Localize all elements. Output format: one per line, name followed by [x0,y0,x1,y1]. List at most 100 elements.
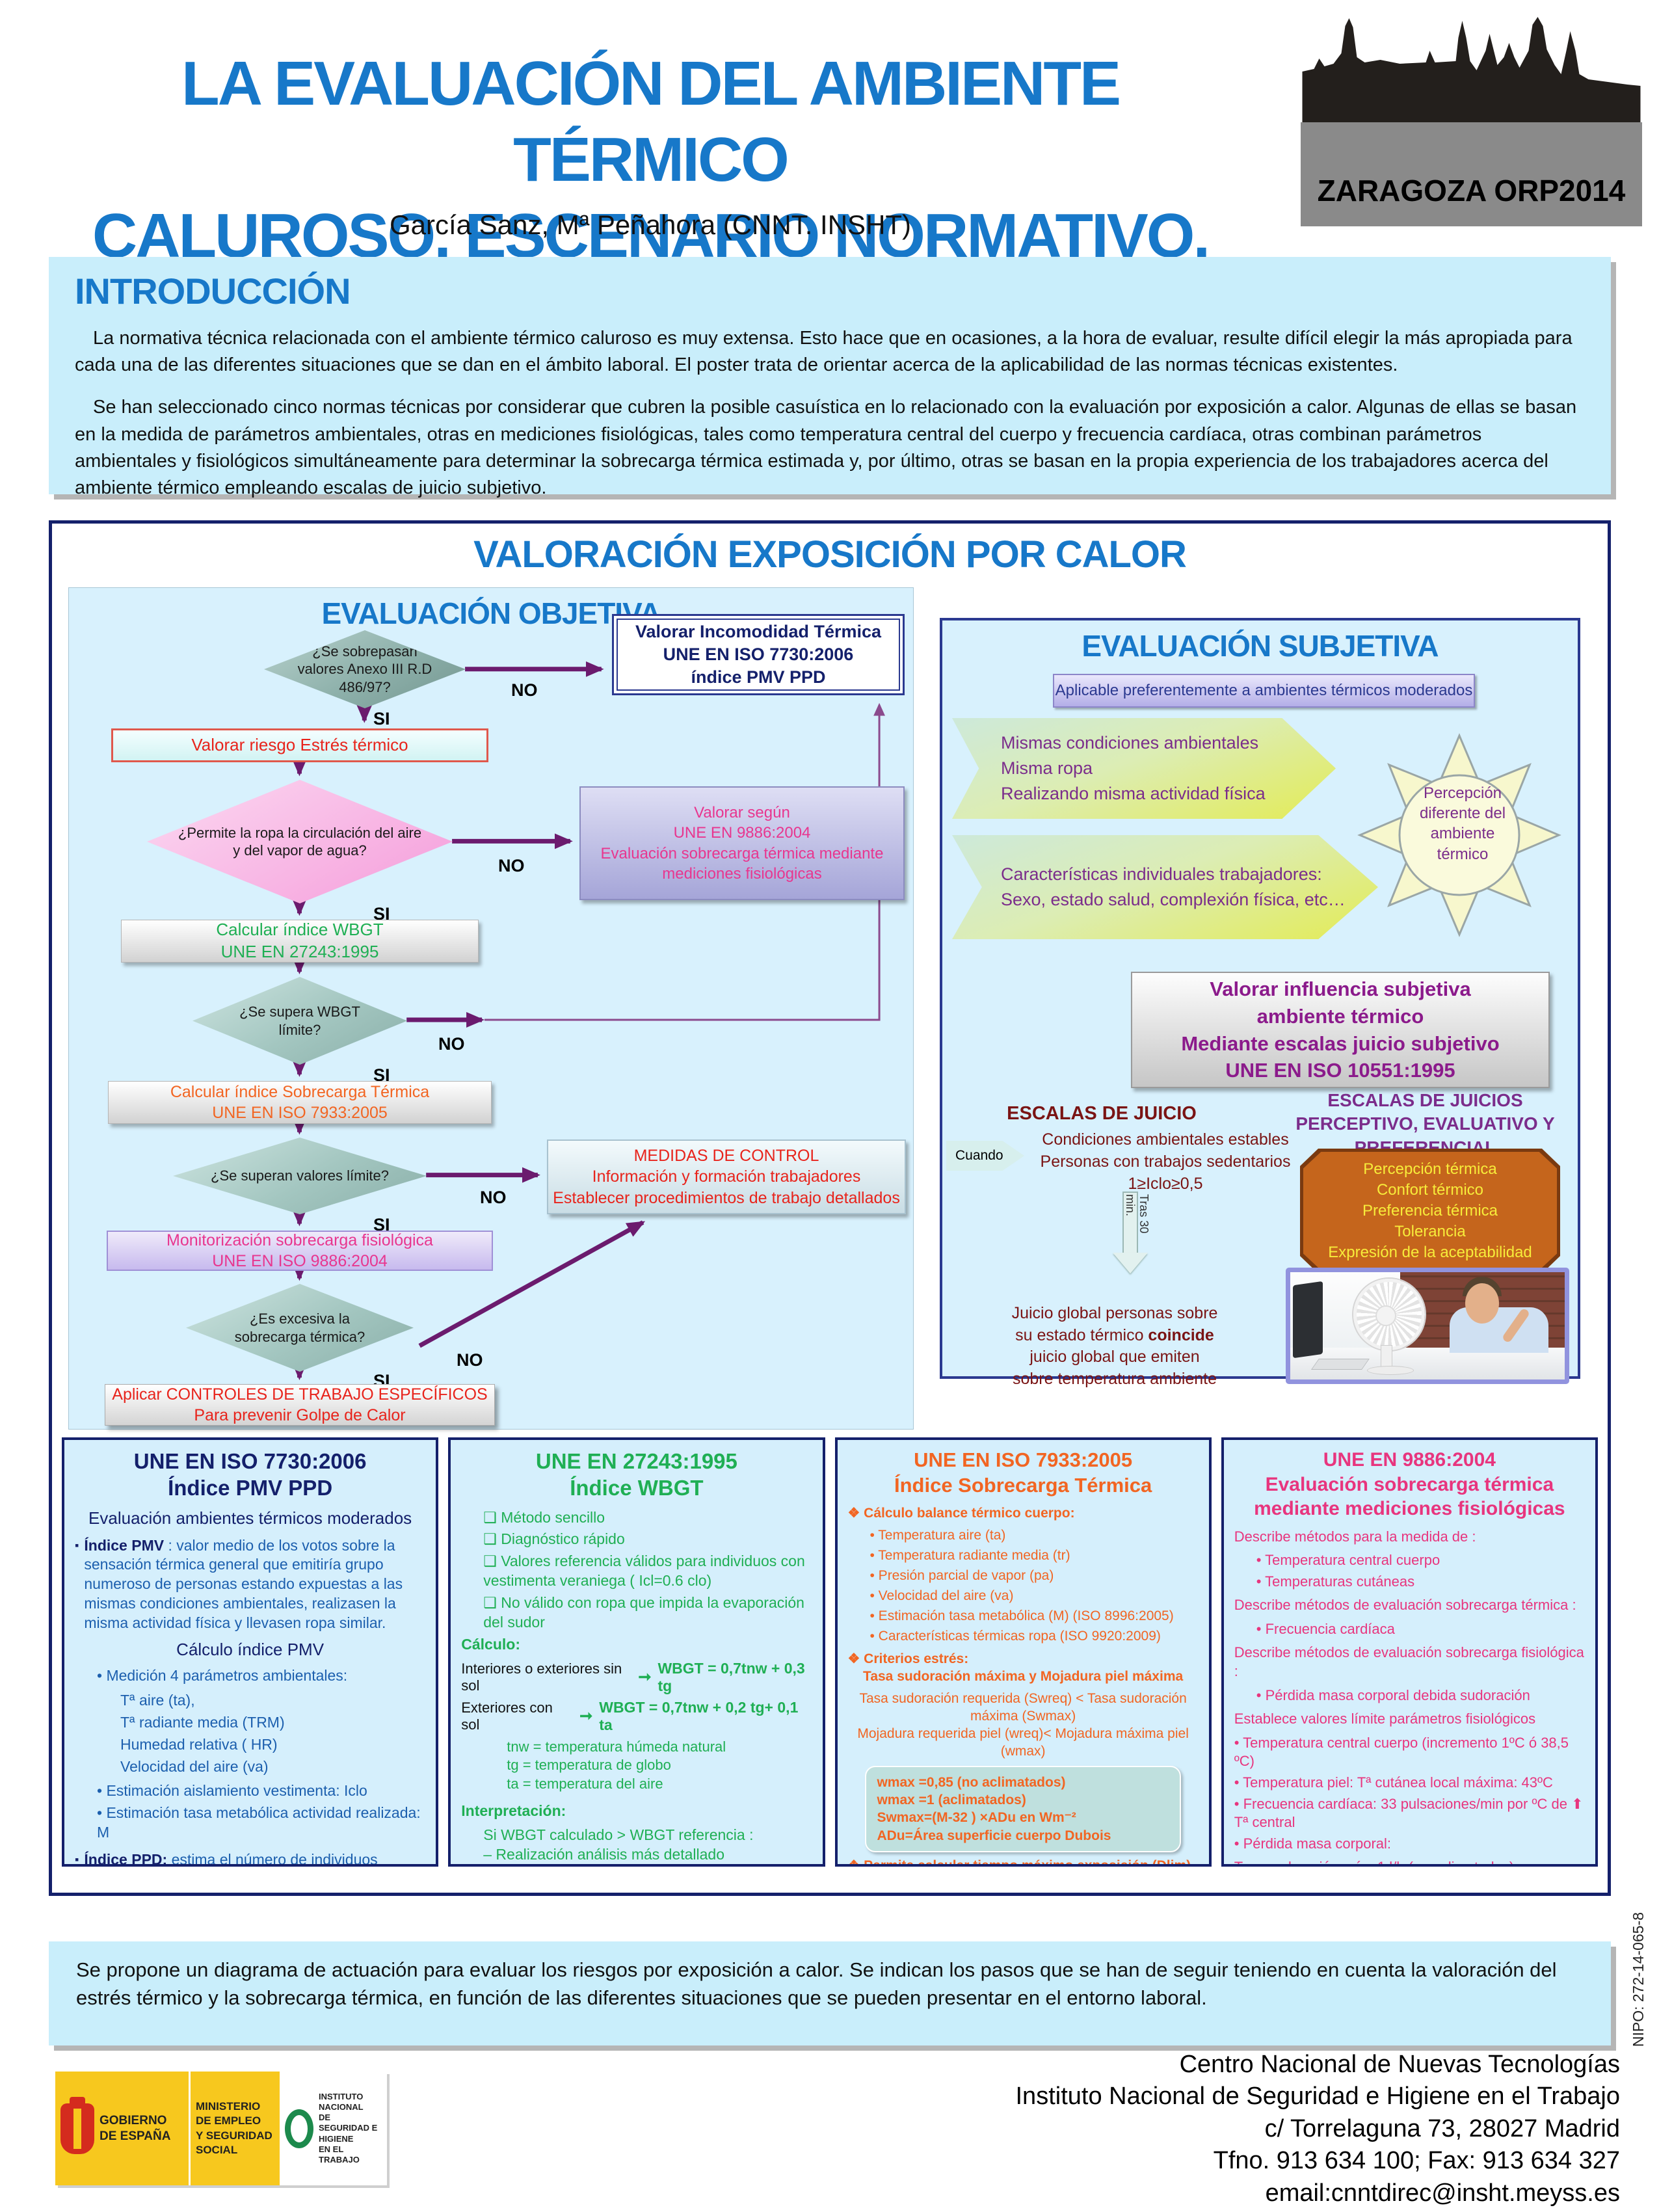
params-head: • Medición 4 parámetros ambientales: [97,1666,348,1684]
box-valorar-influencia-subjetiva: Valorar influencia subjetiva ambiente té… [1131,972,1550,1088]
list-item: • Estimación tasa metabólica (M) (ISO 89… [869,1608,1174,1623]
arrow-tip [1113,1253,1148,1273]
spain-coat-of-arms-icon [60,2096,94,2154]
ministerio-label: MINISTERIO DE EMPLEO Y SEGURIDAD SOCIAL [189,2072,280,2185]
list-item: • Velocidad del aire (va) [869,1588,1014,1603]
list-item: • Estimación aislamiento vestimenta: Icl… [97,1782,367,1800]
ppd-index-label: Índice PPD: [84,1851,168,1867]
gobierno-label: GOBIERNO DE ESPAÑA [100,2113,171,2143]
subjective-panel-title: EVALUACIÓN SUBJETIVA [1082,629,1439,663]
photo-fan-stand [1381,1345,1393,1369]
label-no: NO [457,1350,483,1370]
decision-valores-limite: ¿Se superan valores límite? [173,1138,427,1214]
tras-30-min-label: Tras 30 min. [1124,1194,1150,1234]
cuando-arrow: Cuando [946,1141,1024,1171]
photo-person-head [1465,1283,1499,1324]
judgment-scales-plaque: Percepción térmica Confort térmico Prefe… [1300,1149,1560,1273]
arrow-shaft [1122,1192,1138,1254]
thermal-eval-heading: Describe métodos de evaluación sobrecarg… [1234,1597,1576,1614]
balance-params-list: • Temperatura aire (ta)• Temperatura rad… [848,1527,1199,1645]
measure-methods-list: • Temperatura central cuerpo• Temperatur… [1234,1551,1585,1591]
ppd-index-text: estima el número de individuos térmicame… [171,1851,378,1867]
sun-perception-text: Percepción diferente del ambiente térmic… [1419,784,1506,863]
photo-fan-base [1367,1366,1414,1376]
measure-methods-heading: Describe métodos para la medida de : [1234,1528,1476,1545]
standard-title: UNE EN ISO 7730:2006 Índice PMV PPD [133,1449,367,1500]
applicable-note: Aplicable preferentemente a ambientes té… [1053,674,1475,708]
box-medidas-control: MEDIDAS DE CONTROL Información y formaci… [547,1139,906,1214]
list-item: • Temperatura central cuerpo (incremento… [1234,1734,1569,1770]
list-item: ❑ Método sencillo [483,1508,605,1526]
objective-evaluation-panel: EVALUACIÓN OBJETIVA [68,587,914,1430]
box-calcular-wbgt: Calcular índice WBGT UNE EN 27243:1995 [121,920,479,963]
list-item: • Frecuencia cardíaca: 33 pulsaciones/mi… [1234,1795,1584,1831]
green-arrow-icon: ➞ [579,1707,593,1726]
stress-criteria-heading: ❖ Criterios estrés: [847,1651,969,1666]
standard-title: UNE EN 27243:1995 Índice WBGT [535,1449,737,1500]
square-bullet-icon: ▪ [75,1538,79,1552]
juicio-coincide-bold: coincide [1148,1326,1214,1344]
label-no: NO [438,1034,465,1054]
box-valorar-riesgo-estres: Valorar riesgo Estrés térmico [111,728,488,762]
formula2-condition: Exteriores con sol [461,1699,553,1733]
pmv-index-label: Índice PMV [84,1536,165,1554]
event-logo: ZARAGOZA ORP2014 [1301,12,1642,230]
params-list: Tª aire (ta),Tª radiante media (TRM)Hume… [75,1691,425,1777]
formula2-wbgt: WBGT = 0,7tnw + 0,2 tg+ 0,1 ta [599,1698,799,1733]
photo-fan-hub [1375,1305,1396,1327]
juicio-text-part2: juicio global que emiten sobre temperatu… [1012,1348,1217,1388]
list-item: ❑ No válido con ropa que impida la evapo… [483,1594,804,1631]
valoracion-title: VALORACIÓN EXPOSICIÓN POR CALOR [473,533,1187,576]
subjective-evaluation-panel: EVALUACIÓN SUBJETIVA Aplicable preferent… [940,618,1580,1388]
formula1-condition: Interiores o exteriores sin sol [461,1660,622,1694]
list-item: ❑ Valores referencia válidos para indivi… [483,1552,805,1590]
conclusion-section: Se propone un diagrama de actuación para… [49,1941,1611,2045]
photo-monitor [1293,1281,1323,1358]
stress-criteria-text: Tasa sudoración requerida (Swreq) < Tasa… [857,1691,1189,1759]
same-conditions-arrow: Mismas condiciones ambientales Misma rop… [952,718,1336,819]
physio-eval-list: • Pérdida masa corporal debida sudoració… [1234,1686,1585,1705]
introduction-section: INTRODUCCIÓN La normativa técnica relaci… [49,257,1611,498]
standard-title: UNE EN 9886:2004 Evaluación sobrecarga t… [1254,1449,1565,1519]
limit-values-heading: Establece valores límite parámetros fisi… [1234,1711,1536,1727]
introduction-paragraph-2: Se han seleccionado cinco normas técnica… [75,397,1577,498]
juicio-global-text: Juicio global personas sobre su estado t… [962,1281,1267,1391]
list-item: • Pérdida masa corporal debida sudoració… [1256,1686,1530,1703]
standard-card-iso-7933: UNE EN ISO 7933:2005 Índice Sobrecarga T… [834,1437,1212,1867]
list-item: • Presión parcial de vapor (pa) [869,1568,1054,1584]
label-no: NO [511,680,538,700]
label-no: NO [498,856,525,875]
list-item: • Pérdida masa corporal: [1234,1835,1392,1852]
gobierno-cell: GOBIERNO DE ESPAÑA [55,2072,189,2185]
juicio-text-part1: Juicio global personas sobre su estado t… [1011,1303,1218,1344]
label-no: NO [480,1188,507,1207]
dlim-heading: ❖ Permite calcular tiempo máximo exposic… [847,1858,1191,1867]
physio-eval-heading: Describe métodos de evaluación sobrecarg… [1234,1644,1584,1680]
standards-row: UNE EN ISO 7730:2006 Índice PMV PPD Eval… [62,1437,1598,1867]
event-name-badge: ZARAGOZA ORP2014 [1301,122,1642,226]
list-item: • Temperatura piel: Tª cutánea local máx… [1234,1774,1553,1791]
government-logo-block: GOBIERNO DE ESPAÑA MINISTERIO DE EMPLEO … [55,2072,387,2185]
list-item: Velocidad del aire (va) [120,1757,269,1775]
wbgt-features-list: ❑ Método sencillo ❑ Diagnóstico rápido ❑ V… [461,1508,812,1632]
nipo-number: NIPO: 272-14-065-8 [1630,1912,1647,2047]
list-item: Tª aire (ta), [120,1691,195,1709]
tras-30-min-arrow: Tras 30 min. [1113,1192,1150,1276]
worker-with-fan-photo [1286,1268,1569,1384]
list-item: • Temperatura aire (ta) [869,1528,1006,1543]
list-item: • Temperatura central cuerpo [1256,1552,1440,1569]
list-item: Humedad relativa ( HR) [120,1735,278,1753]
formula1-wbgt: WBGT = 0,7tnw + 0,3 tg [657,1659,805,1694]
square-bullet-icon: ▪ [75,1853,79,1867]
formula-definitions: tnw = temperatura húmeda natural tg = te… [507,1738,726,1792]
sweat-rate-line1: Tasa sudoración máx. 1 l/h (no aclimatad… [1234,1858,1585,1864]
label-si: SI [373,709,390,728]
list-item: ❑ Diagnóstico rápido [483,1530,625,1548]
standard-subtitle: Evaluación ambientes térmicos moderados [88,1508,412,1528]
box-monitorizacion-fisiologica: Monitorización sobrecarga fisiológica UN… [107,1231,493,1271]
calc-heading: Cálculo: [461,1635,520,1653]
calc-pmv-heading: Cálculo índice PMV [176,1639,325,1659]
other-estimations-list: • Estimación aislamiento vestimenta: Icl… [75,1781,425,1843]
condiciones-estables-text: Condiciones ambientales estables Persona… [1040,1130,1291,1193]
decision-sobrecarga-excesiva: ¿Es excesiva la sobrecarga térmica? [186,1284,414,1372]
